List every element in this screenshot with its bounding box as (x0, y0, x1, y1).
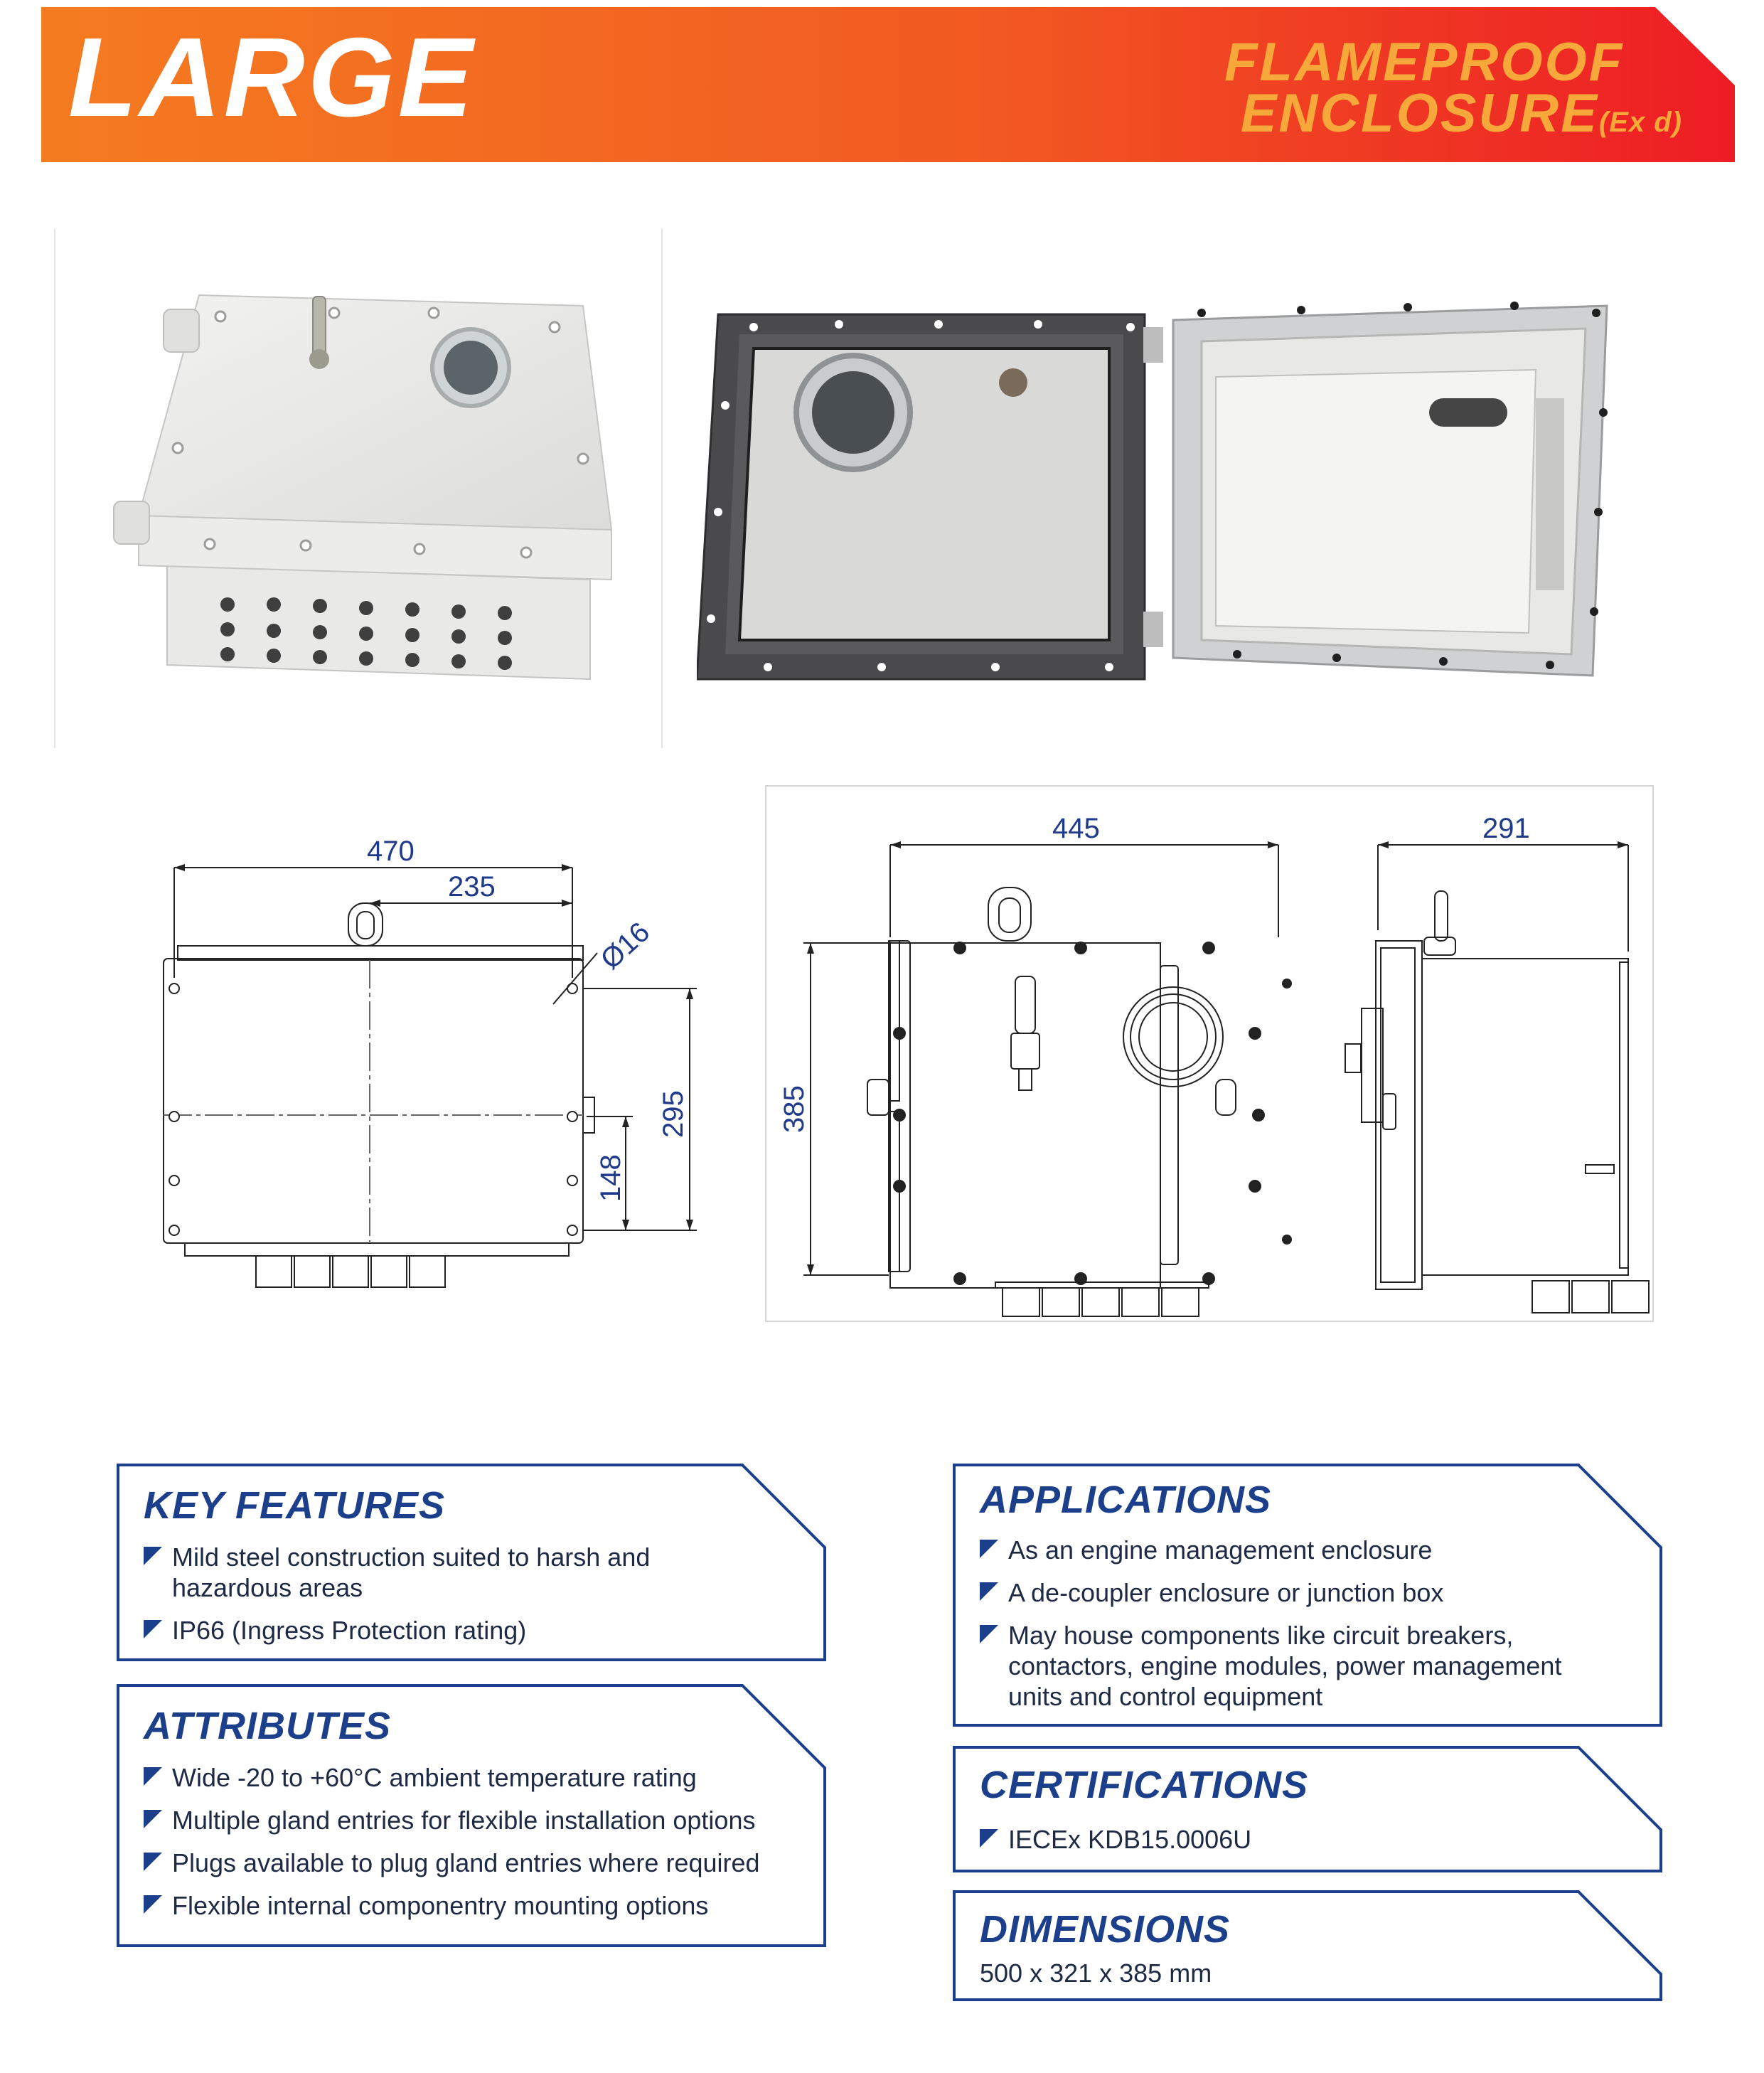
key-feature-text: Mild steel construction suited to harsh … (172, 1542, 651, 1602)
front-side-view-drawing: 445 291 385 (779, 813, 1650, 1317)
subtitle-suffix: (Ex d) (1598, 107, 1682, 139)
attribute-text: Wide -20 to +60°C ambient temperature ra… (172, 1763, 697, 1792)
photo-divider-left (54, 229, 55, 748)
dimensions-box: DIMENSIONS 500 x 321 x 385 mm (953, 1890, 1664, 2003)
product-category: FLAMEPROOF ENCLOSURE(Ex d) (1224, 32, 1682, 141)
list-item: As an engine management enclosure (980, 1535, 1591, 1565)
header-banner (41, 7, 1735, 162)
dim-width-470: 470 (367, 836, 415, 867)
dim-depth-291: 291 (1482, 813, 1530, 844)
bullet-icon (144, 1767, 162, 1786)
key-features-title: KEY FEATURES (144, 1484, 446, 1527)
subtitle-enclosure: ENCLOSURE (1240, 83, 1599, 144)
bullet-icon (980, 1582, 998, 1601)
list-item: Plugs available to plug gland entries wh… (144, 1848, 805, 1878)
front-view-drawing: 470 235 Ø16 295 148 (163, 836, 697, 1288)
certification-text: IECEx KDB15.0006U (1008, 1825, 1252, 1854)
attributes-title: ATTRIBUTES (144, 1705, 391, 1747)
bullet-icon (980, 1625, 998, 1643)
certifications-frame (953, 1746, 1662, 1872)
key-feature-text: IP66 (Ingress Protection rating) (172, 1616, 527, 1645)
dim-width-445: 445 (1052, 813, 1100, 844)
application-text: May house components like circuit breake… (1008, 1621, 1562, 1711)
list-item: IP66 (Ingress Protection rating) (144, 1615, 705, 1646)
dimensions-value: 500 x 321 x 385 mm (980, 1959, 1212, 1988)
list-item: Wide -20 to +60°C ambient temperature ra… (144, 1762, 805, 1793)
dim-half-height-148: 148 (595, 1154, 626, 1202)
key-features-frame (117, 1464, 826, 1661)
applications-list: As an engine management enclosure A de-c… (980, 1535, 1591, 1724)
list-item: A de-coupler enclosure or junction box (980, 1577, 1591, 1608)
photo-divider-mid (661, 229, 663, 748)
certifications-title: CERTIFICATIONS (980, 1764, 1309, 1806)
list-item: Mild steel construction suited to harsh … (144, 1542, 705, 1603)
bullet-icon (144, 1547, 162, 1565)
bullet-icon (144, 1620, 162, 1638)
applications-box: APPLICATIONS As an engine management enc… (953, 1464, 1664, 1728)
attribute-text: Plugs available to plug gland entries wh… (172, 1848, 760, 1877)
subtitle-line2: ENCLOSURE(Ex d) (1224, 87, 1682, 141)
bullet-icon (980, 1540, 998, 1558)
bullet-icon (144, 1853, 162, 1871)
certifications-box: CERTIFICATIONS IECEx KDB15.0006U (953, 1746, 1664, 1874)
dimensions-frame (953, 1890, 1662, 2001)
dimensions-title: DIMENSIONS (980, 1908, 1231, 1951)
subtitle-line1: FLAMEPROOF (1224, 32, 1624, 92)
attribute-text: Multiple gland entries for flexible inst… (172, 1806, 756, 1835)
application-text: As an engine management enclosure (1008, 1535, 1433, 1565)
dim-half-width-235: 235 (448, 871, 496, 902)
application-text: A de-coupler enclosure or junction box (1008, 1578, 1444, 1607)
applications-title: APPLICATIONS (980, 1478, 1272, 1521)
dim-height-385: 385 (779, 1085, 810, 1133)
list-item: Flexible internal componentry mounting o… (144, 1890, 805, 1921)
certifications-list: IECEx KDB15.0006U (980, 1824, 1591, 1867)
page-title: LARGE (68, 15, 476, 140)
attributes-box: ATTRIBUTES Wide -20 to +60°C ambient tem… (117, 1684, 828, 1949)
key-features-list: Mild steel construction suited to harsh … (144, 1542, 705, 1658)
bullet-icon (144, 1895, 162, 1914)
attribute-text: Flexible internal componentry mounting o… (172, 1891, 709, 1920)
dim-height-295: 295 (658, 1090, 689, 1138)
list-item: Multiple gland entries for flexible inst… (144, 1805, 805, 1835)
drawing-frame (765, 785, 1654, 1322)
attributes-frame (117, 1684, 826, 1947)
enclosure-open-photo (697, 302, 1608, 681)
bullet-icon (980, 1829, 998, 1848)
bullet-icon (144, 1810, 162, 1828)
enclosure-closed-photo (113, 294, 613, 681)
key-features-box: KEY FEATURES Mild steel construction sui… (117, 1464, 828, 1663)
list-item: IECEx KDB15.0006U (980, 1824, 1591, 1855)
applications-frame (953, 1464, 1662, 1727)
dim-hole-diameter: Ø16 (595, 916, 656, 975)
attributes-list: Wide -20 to +60°C ambient temperature ra… (144, 1762, 805, 1933)
list-item: May house components like circuit breake… (980, 1620, 1591, 1712)
